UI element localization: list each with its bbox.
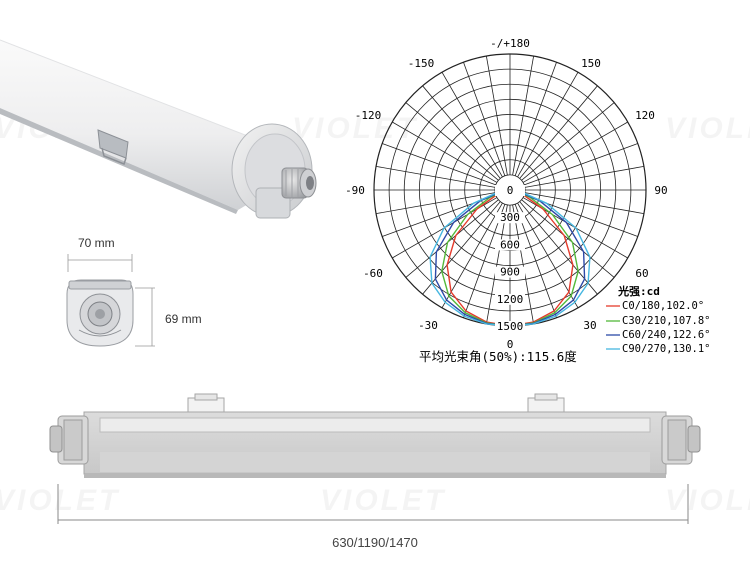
grid-radial-line [517, 202, 579, 308]
legend-label-c30: C30/210,107.8° [622, 315, 711, 327]
end-view [66, 279, 134, 347]
angle-label-m150: -150 [408, 57, 435, 70]
grid-radial-line [405, 199, 499, 278]
grid-radial-line [382, 143, 496, 186]
grid-radial-line [512, 204, 535, 325]
radial-label-bg [495, 266, 525, 278]
unit-label: 光强:cd [617, 284, 660, 298]
angle-label-60: 60 [635, 267, 648, 280]
grid-radial-line [519, 85, 598, 179]
height-dimension-label: 69 mm [165, 312, 202, 326]
radial-label-bg [495, 212, 525, 224]
angle-label-90: 90 [654, 184, 667, 197]
angle-label-m30: -30 [418, 319, 438, 332]
side-view-drawing [49, 393, 701, 524]
grid-radial-line [521, 102, 615, 181]
watermark-left-bottom: VIOLET [0, 484, 120, 518]
grid-radial-line [375, 165, 496, 188]
polar-labels: 0 300 600 900 1200 1500 [495, 184, 525, 333]
grid-radial-line [514, 62, 557, 176]
legend-label-c90: C90/270,130.1° [622, 343, 711, 355]
legend-label-c0: C0/180,102.0° [622, 300, 704, 312]
product-photo [0, 39, 317, 219]
watermark-center-bottom: VIOLET [320, 484, 446, 518]
end-cap-right [661, 415, 701, 465]
legend-label-c60: C60/240,122.6° [622, 329, 711, 341]
diffuser-strip [99, 417, 651, 433]
grid-radial-line [441, 72, 503, 178]
angle-label-180: -/+180 [490, 37, 530, 50]
grid-radial-line [485, 55, 508, 176]
grid-radial-line [405, 102, 499, 181]
width-dimension-label: 70 mm [78, 236, 115, 250]
radial-label-0: 0 [507, 184, 514, 197]
grid-radial-line [463, 62, 506, 176]
angle-label-30: 30 [583, 319, 596, 332]
tube-body [0, 40, 275, 210]
cross-section-drawing [66, 254, 155, 347]
angle-label-m60: -60 [363, 267, 383, 280]
grid-radial-line [517, 72, 579, 178]
grid-radial-line [522, 121, 628, 183]
radial-label-3: 900 [500, 266, 520, 279]
angle-label-0: 0 [507, 338, 514, 351]
grid-radial-line [512, 55, 535, 176]
grid-radial-line [422, 85, 501, 179]
grid-radial-line [375, 192, 496, 215]
angle-label-120: 120 [635, 109, 655, 122]
angle-label-150: 150 [581, 57, 601, 70]
grid-radial-line [524, 143, 638, 186]
radial-label-1: 300 [500, 211, 520, 224]
angle-label-m120: -120 [355, 109, 382, 122]
radial-label-bg [495, 293, 525, 305]
grid-radial-line [521, 199, 615, 278]
radial-label-2: 600 [500, 238, 520, 251]
grid-radial-line [524, 192, 645, 215]
grid-radial-line [441, 202, 503, 308]
watermark-right-top: VIOLET [665, 112, 750, 146]
watermark-right-bottom: VIOLET [665, 484, 750, 518]
end-cap-left [49, 415, 89, 465]
radial-label-5: 1500 [497, 320, 524, 333]
legend: C0/180,102.0° C30/210,107.8° C60/240,122… [606, 300, 711, 355]
beam-angle-text: 平均光束角(50%):115.6度 [419, 349, 577, 364]
length-dimension-label: 630/1190/1470 [332, 535, 418, 550]
radial-label-4: 1200 [497, 293, 524, 306]
cable-gland [281, 167, 317, 199]
grid-radial-line [524, 165, 645, 188]
angle-label-m90: -90 [345, 184, 365, 197]
radial-label-bg [495, 185, 525, 196]
grid-radial-line [392, 121, 498, 183]
grid-radial-line [485, 204, 508, 325]
radial-label-bg [495, 321, 525, 332]
radial-label-bg [495, 239, 525, 251]
